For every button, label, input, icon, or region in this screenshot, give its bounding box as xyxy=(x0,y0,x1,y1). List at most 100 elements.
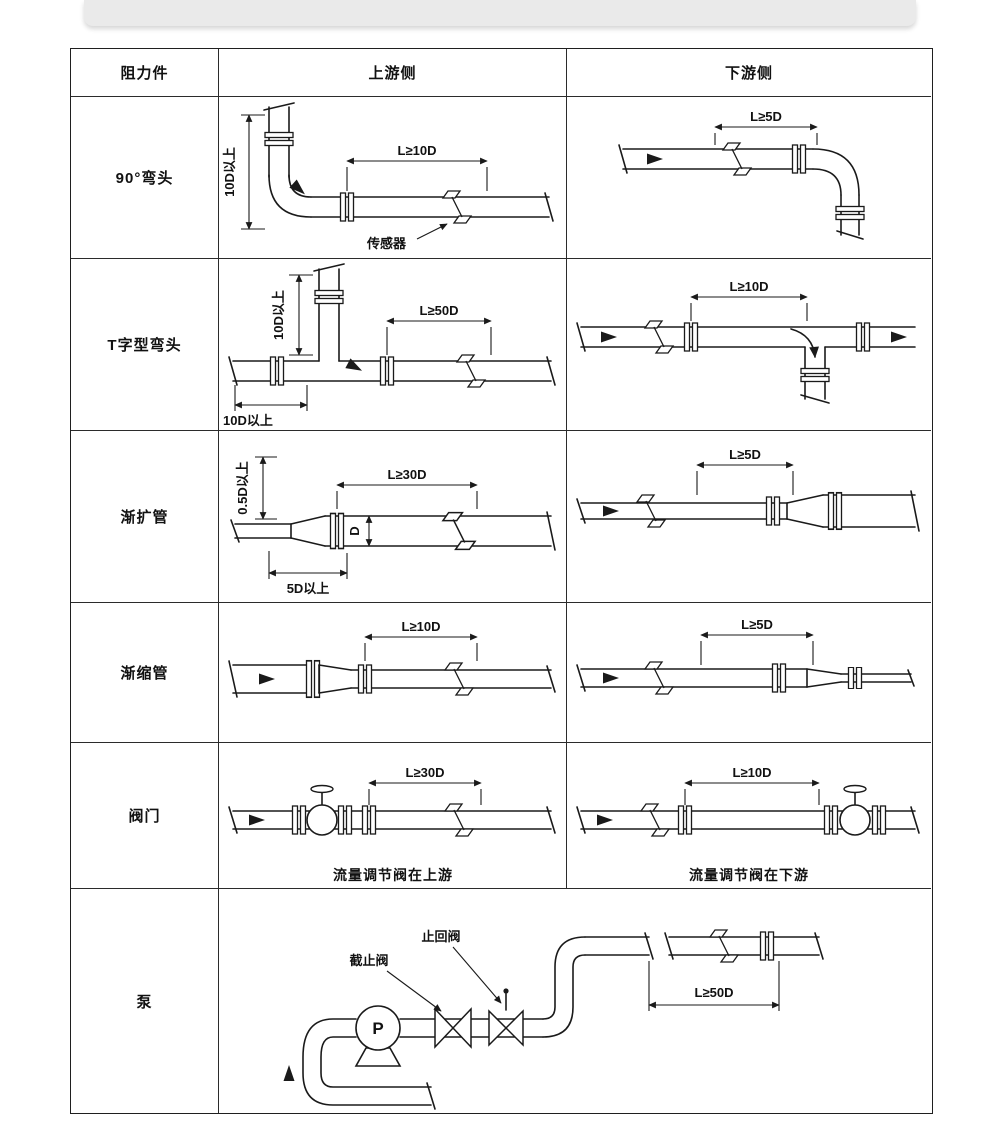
valve-upstream-cell: L≥30D 流量调节阀在上游 xyxy=(219,743,567,889)
horizontal-dimension: L≥50D xyxy=(386,303,492,355)
flow-sensor-icon xyxy=(444,662,474,696)
dim-label: L≥30D xyxy=(406,765,445,780)
reducer-upstream-diagram: L≥10D xyxy=(228,619,556,699)
pipe-assembly xyxy=(576,784,920,837)
dim-label: L≥5D xyxy=(750,109,782,124)
reducer-downstream-cell: L≥5D xyxy=(567,603,931,743)
flow-sensor-icon xyxy=(709,929,739,963)
valve-downstream-cell: L≥10D 流量调节阀在下游 xyxy=(567,743,931,889)
header-component-label: 阻力件 xyxy=(120,65,169,82)
diameter-dimension: D xyxy=(347,515,373,547)
check-valve-label: 止回阀 xyxy=(421,929,460,944)
dim-label: L≥30D xyxy=(388,467,427,482)
expander-upstream-diagram: D L≥30D 0.5D以上 xyxy=(230,456,556,596)
row-label-elbow90: 90°弯头 xyxy=(71,97,219,259)
stop-valve-label: 截止阀 xyxy=(349,953,388,968)
reducer-label: 渐缩管 xyxy=(120,665,169,682)
branch-flow-arrow xyxy=(790,328,819,359)
flange-icon xyxy=(305,659,321,699)
horizontal-dimension: L≥5D xyxy=(714,109,818,145)
header-upstream-label: 上游侧 xyxy=(368,65,417,82)
stop-valve-icon xyxy=(434,1007,472,1049)
top-card-edge xyxy=(84,0,916,26)
vertical-dimension: 0.5D以上 xyxy=(235,456,277,520)
inlet-pipe xyxy=(283,1018,436,1110)
elbow90-downstream-cell: L≥5D xyxy=(567,97,931,259)
pipe-assembly xyxy=(228,784,556,837)
dim-label: L≥10D xyxy=(733,765,772,780)
flow-arrow-icon xyxy=(601,331,617,343)
tee-downstream-diagram: L≥10D xyxy=(576,279,916,404)
flow-sensor-icon xyxy=(644,320,674,354)
flow-sensor-icon xyxy=(442,190,472,224)
check-valve-disc xyxy=(503,988,509,994)
pipe-assembly xyxy=(576,661,915,695)
pipe-assembly xyxy=(618,142,865,240)
expander-label: 渐扩管 xyxy=(120,509,169,526)
dim-label: L≥5D xyxy=(741,617,773,632)
pipe-assembly xyxy=(228,263,556,388)
sensor-callout: 传感器 xyxy=(366,223,448,251)
riser-and-top-pipe xyxy=(542,929,824,1038)
flow-sensor-icon xyxy=(722,142,752,176)
horizontal-dimension: L≥30D xyxy=(336,467,478,509)
dim-label: L≥50D xyxy=(420,303,459,318)
dim-label: 10D以上 xyxy=(271,290,286,340)
pump-cell: P xyxy=(219,889,931,1113)
pump-circle xyxy=(355,1005,401,1051)
dim-label: L≥10D xyxy=(730,279,769,294)
control-valve-icon xyxy=(839,804,871,836)
caption: 流量调节阀在下游 xyxy=(689,867,809,883)
flow-arrow-icon xyxy=(891,331,907,343)
left-run-dimension: 10D以上 xyxy=(223,385,308,428)
flow-sensor-icon xyxy=(640,803,670,837)
pipe-assembly xyxy=(230,511,556,551)
elbow90-downstream-diagram: L≥5D xyxy=(618,109,865,240)
row-label-reducer: 渐缩管 xyxy=(71,603,219,743)
horizontal-dimension: L≥30D xyxy=(368,765,482,805)
valve-handwheel-icon xyxy=(843,784,867,794)
flange-icon xyxy=(827,491,843,531)
valve-downstream-diagram: L≥10D 流量调节阀在下游 xyxy=(576,765,920,883)
row-label-tee: T字型弯头 xyxy=(71,259,219,431)
horizontal-dimension: L≥5D xyxy=(700,617,814,665)
dim-label: D xyxy=(347,526,362,535)
dim-label: L≥5D xyxy=(729,447,761,462)
header-downstream: 下游侧 xyxy=(567,49,931,97)
flow-sensor-icon xyxy=(456,354,486,388)
sensor-callout-label: 传感器 xyxy=(366,236,407,251)
horizontal-dimension: L≥10D xyxy=(364,619,478,661)
installation-requirements-table: 阻力件 上游侧 下游侧 90°弯头 xyxy=(70,48,933,1114)
tee-label: T字型弯头 xyxy=(107,337,182,354)
dim-label: 0.5D以上 xyxy=(235,461,250,514)
header-upstream: 上游侧 xyxy=(219,49,567,97)
elbow90-upstream-diagram: 10D以上 L≥10D 传感器 xyxy=(222,102,554,251)
expander-downstream-diagram: L≥5D xyxy=(576,447,920,532)
reducer-upstream-cell: L≥10D xyxy=(219,603,567,743)
tee-upstream-cell: L≥50D 10D以上 10D以上 xyxy=(219,259,567,431)
dim-label: L≥10D xyxy=(402,619,441,634)
horizontal-dimension: L≥5D xyxy=(696,447,794,495)
valve-handwheel-icon xyxy=(310,784,334,794)
flange-icon xyxy=(329,512,345,550)
pipe-assembly xyxy=(576,490,920,532)
pipe-assembly xyxy=(228,659,556,699)
flange-icon xyxy=(847,666,863,690)
pump-diagram: P xyxy=(283,929,824,1110)
caption: 流量调节阀在上游 xyxy=(333,867,453,883)
pump-letter: P xyxy=(372,1019,383,1038)
flow-arrow-icon xyxy=(597,814,613,826)
stop-valve-callout: 截止阀 xyxy=(349,953,442,1012)
expander-upstream-cell: D L≥30D 0.5D以上 xyxy=(219,431,567,603)
flange-icon xyxy=(765,496,781,526)
control-valve-icon xyxy=(306,804,338,836)
flow-sensor-icon xyxy=(644,661,674,695)
check-valve-icon xyxy=(488,988,524,1047)
flow-sensor-icon xyxy=(442,511,476,551)
horizontal-dimension: L≥10D xyxy=(684,765,820,805)
dim-label: L≥50D xyxy=(695,985,734,1000)
header-downstream-label: 下游侧 xyxy=(724,65,773,82)
flow-arrow-icon xyxy=(647,153,663,165)
pump-label: 泵 xyxy=(136,993,153,1011)
row-label-pump: 泵 xyxy=(71,889,219,1113)
